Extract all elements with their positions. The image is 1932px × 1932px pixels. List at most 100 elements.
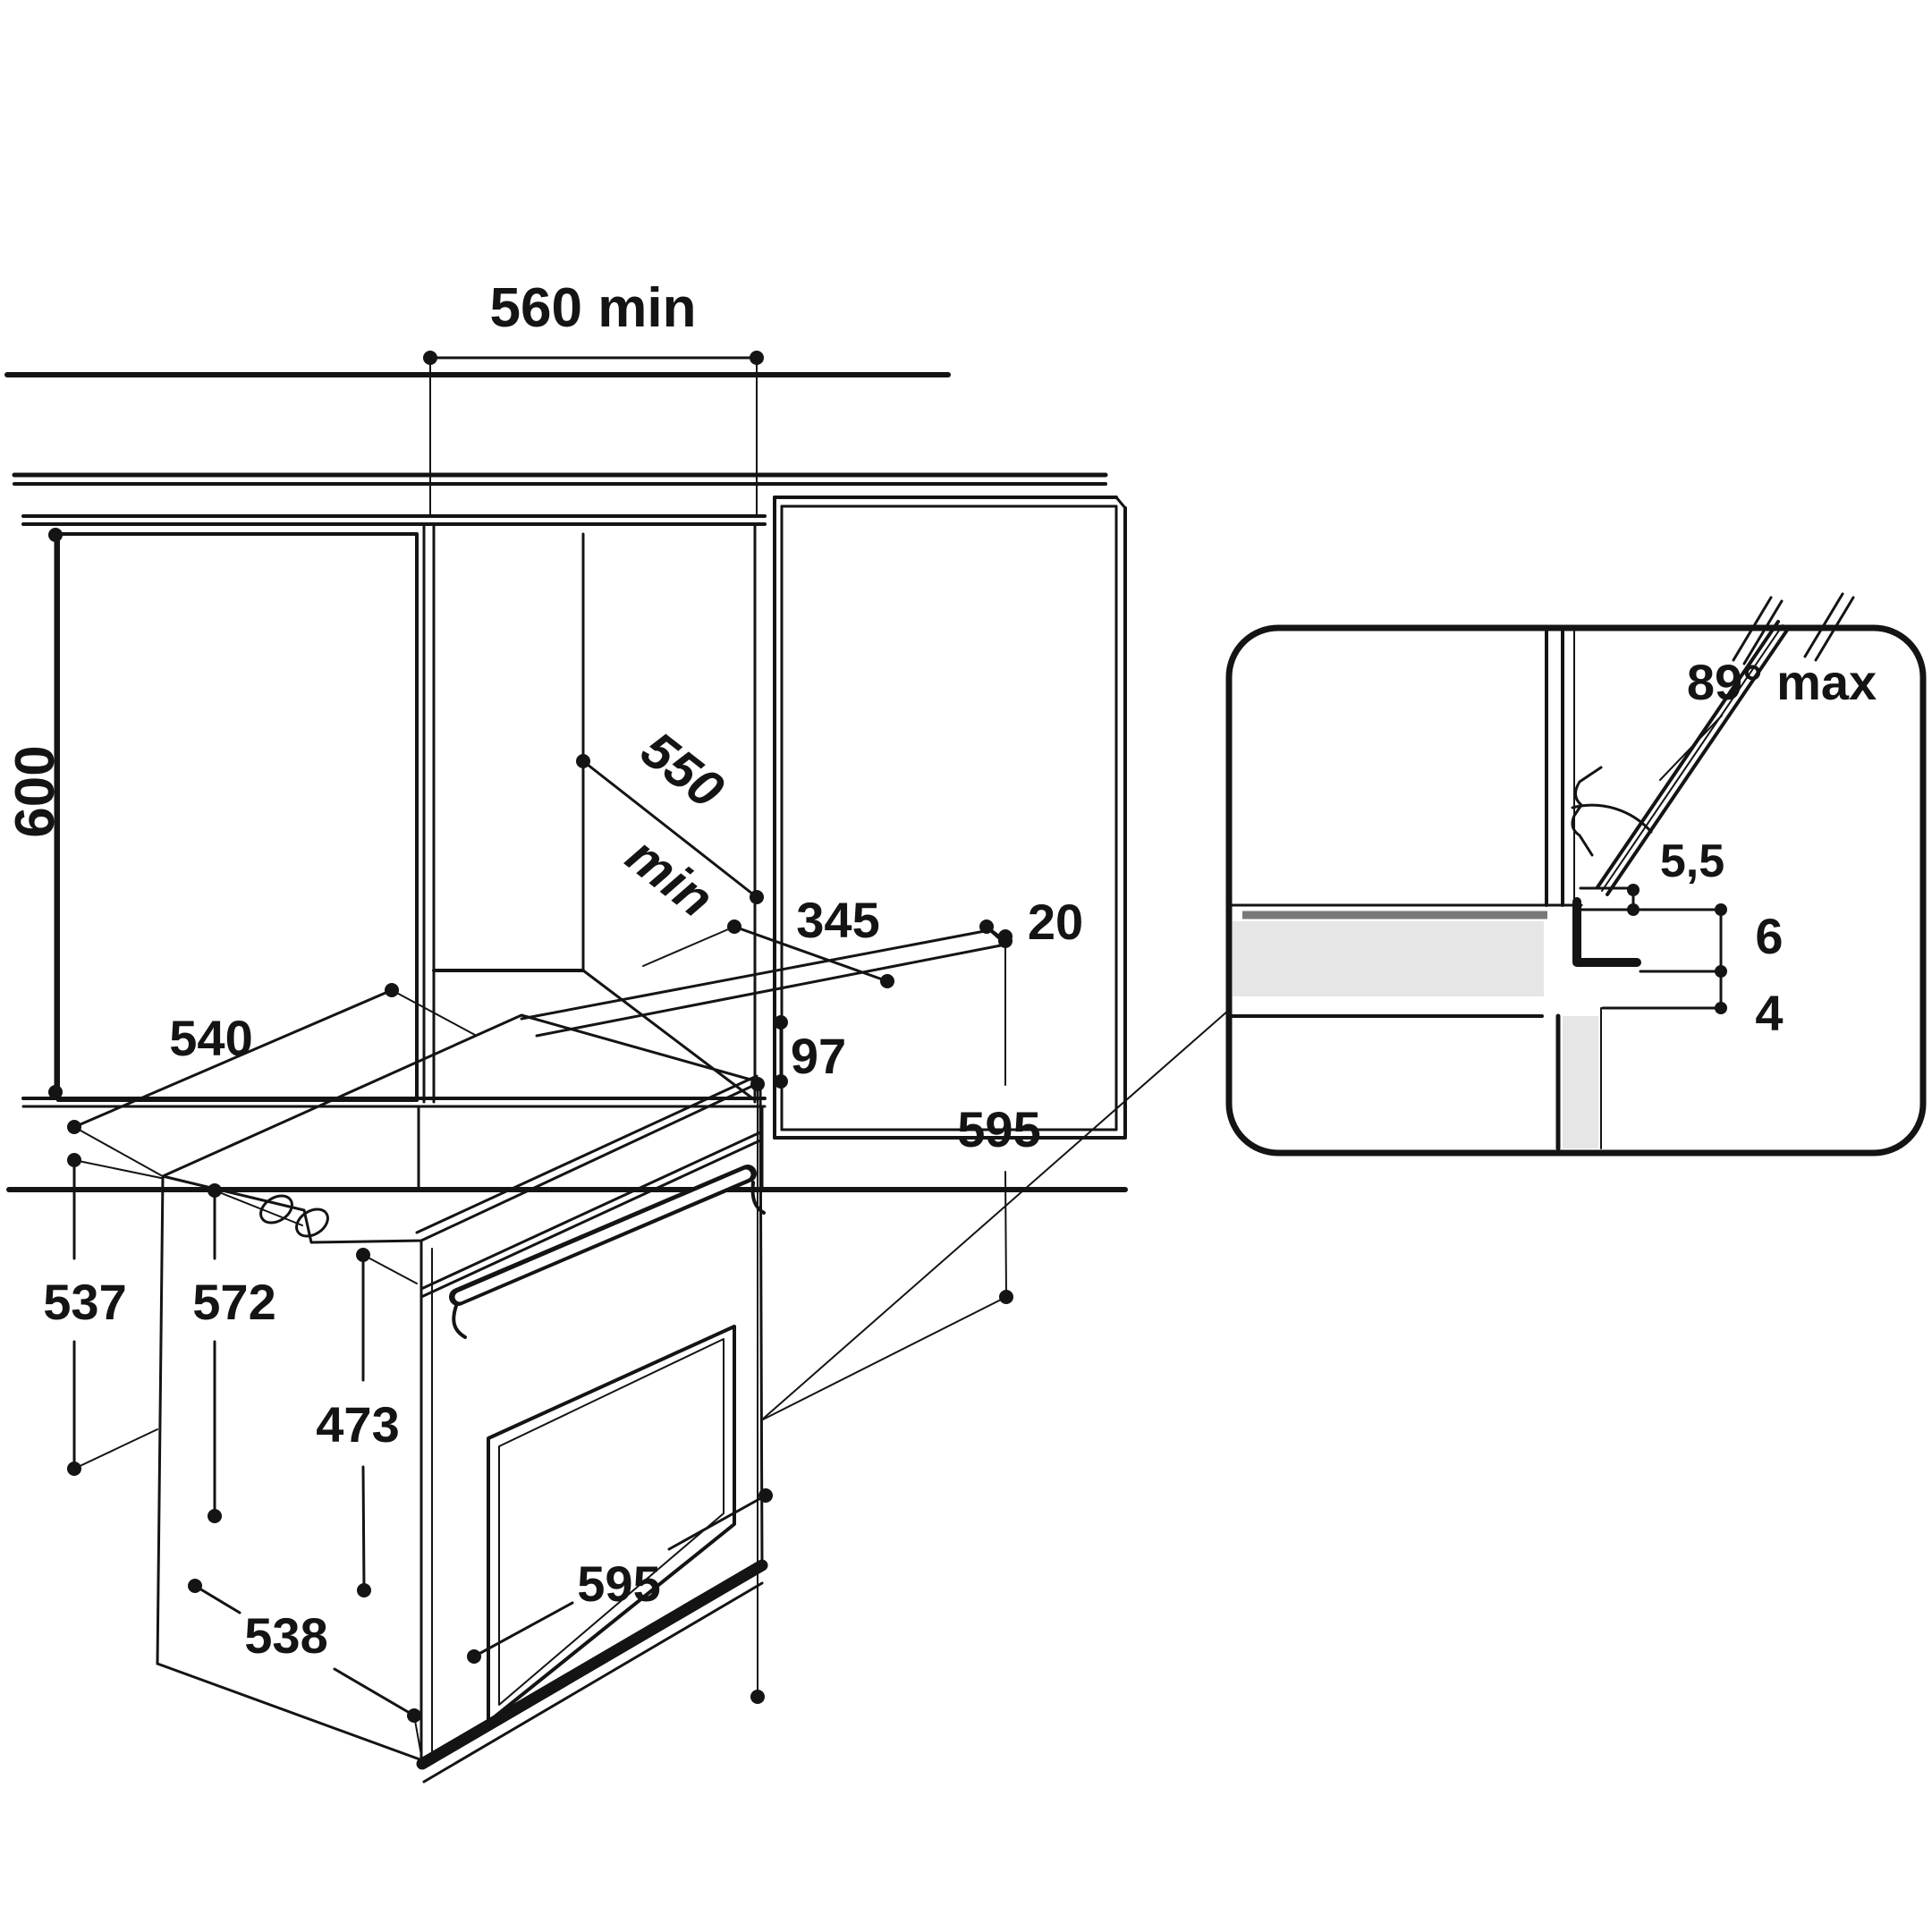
door-window-outer — [487, 1325, 736, 1724]
rear-strip-bottom-edge — [535, 943, 1007, 1038]
dim-line-lower — [1004, 1171, 1007, 1298]
fascia-bottom-b — [419, 1139, 762, 1299]
door-angle-label: 89° max — [1687, 654, 1877, 710]
dim-dot — [576, 754, 590, 768]
dim-dot — [774, 1015, 788, 1030]
frame-right-edge — [758, 1082, 764, 1569]
dim-dot — [67, 1462, 81, 1476]
fascia-height-label: 97 — [791, 1028, 846, 1084]
tall-cabinet — [773, 496, 1127, 1140]
door-bottom-thin-edge — [422, 1581, 764, 1784]
dim-rear-top-depth: 345 — [642, 892, 894, 988]
dim-dot — [774, 1074, 788, 1089]
dim-side-height: 595 — [760, 929, 1041, 1421]
dim-dot — [1627, 903, 1640, 916]
dim-line-left — [193, 1584, 242, 1614]
break-mark-2a — [1803, 592, 1844, 658]
dim-dot — [385, 983, 399, 997]
dim-dot — [188, 1579, 202, 1593]
dim-dot — [357, 1583, 371, 1597]
dim-dot — [48, 1085, 63, 1099]
dim-door-height: 473 — [316, 1248, 418, 1597]
plinth-section-fill — [1563, 1016, 1598, 1148]
dim-body-height: 572 — [192, 1183, 303, 1523]
dim-dot — [407, 1708, 421, 1723]
dim-door-gap: 5,5 — [1579, 835, 1724, 916]
open-door-line-c — [1606, 627, 1790, 896]
body-rear-left-edge — [156, 1174, 165, 1665]
detail-section-view: 89° max 5,5 6 — [1225, 592, 1927, 1157]
dim-dot — [1715, 1002, 1727, 1014]
dim-line-right — [667, 1494, 767, 1551]
door-handle-foot-left — [452, 1304, 467, 1339]
cabinet-height-label: 600 — [4, 745, 66, 837]
body-height-label: 572 — [192, 1274, 275, 1330]
dim-rear-gap: 20 — [979, 894, 1083, 950]
rear-gap-label: 20 — [1028, 894, 1083, 950]
dim-dot — [880, 974, 894, 988]
detail-box — [1225, 624, 1927, 1157]
extension-dot — [750, 1690, 765, 1704]
side-height-label: 595 — [957, 1101, 1040, 1157]
door-angle-arc — [1571, 803, 1653, 834]
control-knob-1 — [259, 1194, 293, 1224]
dim-body-width: 537 — [43, 1153, 162, 1476]
dim-dot — [1715, 903, 1727, 916]
break-mark-1b — [1742, 599, 1784, 665]
door-window-inner — [498, 1338, 724, 1706]
door-bottom-profile — [1572, 897, 1641, 967]
dim-fascia-height: 97 — [774, 1015, 846, 1089]
front-width-label: 595 — [577, 1555, 660, 1612]
dim-upper-gap: 6 — [1639, 903, 1784, 978]
fascia-bottom-a — [419, 1131, 762, 1291]
leader-top — [73, 1159, 162, 1179]
leader-right — [391, 989, 476, 1036]
dim-dot — [1627, 884, 1640, 896]
tall-cabinet-top-bevel — [1114, 496, 1127, 510]
leader-top — [362, 1254, 418, 1284]
angle-leader-line — [1659, 715, 1723, 781]
dim-niche-width: 560 min — [423, 277, 764, 517]
niche-floor-perspective-edge — [581, 969, 757, 1102]
dim-dot — [423, 351, 437, 365]
body-width-label: 537 — [43, 1274, 126, 1330]
fascia-top-rim — [415, 1074, 758, 1234]
door-gap-label: 5,5 — [1660, 835, 1724, 887]
dim-dot — [979, 919, 994, 934]
dim-front-width: 595 — [467, 1488, 773, 1664]
door-handle-foot-right — [750, 1181, 766, 1215]
dim-dot — [727, 919, 741, 934]
leader-bottom — [73, 1428, 158, 1470]
control-knob-2 — [295, 1208, 329, 1238]
top-depth-label: 540 — [169, 1010, 252, 1066]
open-door-line-b — [1601, 624, 1784, 892]
niche-depth-label-1: 550 — [631, 720, 734, 819]
dim-dot — [467, 1649, 481, 1664]
dim-line-lower — [361, 1465, 366, 1592]
dim-dot — [208, 1183, 222, 1198]
dim-line-left — [472, 1601, 574, 1658]
leader-top — [214, 1190, 303, 1226]
dim-dot — [67, 1153, 81, 1167]
dim-dot — [356, 1248, 370, 1262]
body-bottom-left-edge — [156, 1662, 424, 1762]
lower-gap-label: 4 — [1755, 985, 1783, 1041]
leader — [413, 1715, 423, 1761]
door-height-label: 473 — [316, 1396, 399, 1453]
dim-lower-gap: 4 — [1601, 970, 1784, 1041]
dim-line-right — [333, 1667, 416, 1717]
dim-dot — [750, 890, 764, 904]
worktop-section-fill — [1233, 921, 1544, 996]
rear-strip-top-edge — [520, 928, 991, 1021]
door-handle-bar-core — [454, 1169, 751, 1302]
break-mark-2b — [1814, 596, 1855, 662]
dim-dot — [758, 1488, 773, 1503]
niche-depth-label-2: min — [615, 826, 724, 928]
dim-dot — [208, 1509, 222, 1523]
leader — [642, 926, 735, 967]
dim-line — [581, 759, 758, 899]
rear-top-depth-label: 345 — [796, 892, 879, 948]
door-hinge-outline — [1571, 766, 1603, 857]
